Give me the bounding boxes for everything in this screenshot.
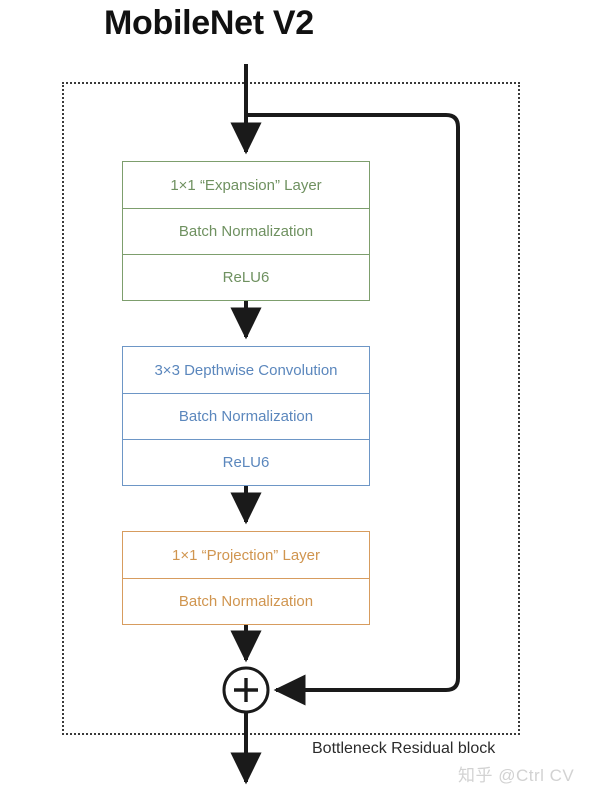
layer-group-depthwise[interactable]: 3×3 Depthwise Convolution Batch Normaliz… [122,346,370,486]
bottleneck-residual-block-boundary [62,82,520,735]
layer-row-depthwise-relu6: ReLU6 [123,439,369,485]
layer-row-expansion-batchnorm: Batch Normalization [123,208,369,254]
layer-row-expansion-relu6: ReLU6 [123,254,369,300]
layer-row-expansion-conv: 1×1 “Expansion” Layer [170,176,322,194]
layer-row-depthwise-batchnorm: Batch Normalization [123,393,369,439]
layer-group-expansion[interactable]: 1×1 “Expansion” Layer Batch Normalizatio… [122,161,370,301]
layer-group-projection[interactable]: 1×1 “Projection” Layer Batch Normalizati… [122,531,370,625]
page-title: MobileNet V2 [104,4,314,42]
watermark: 知乎 @Ctrl CV [458,766,575,785]
layer-row-projection-batchnorm: Batch Normalization [123,578,369,624]
layer-row-depthwise-conv: 3×3 Depthwise Convolution [154,361,338,379]
layer-row-projection-conv: 1×1 “Projection” Layer [172,546,320,564]
block-caption: Bottleneck Residual block [312,740,496,757]
